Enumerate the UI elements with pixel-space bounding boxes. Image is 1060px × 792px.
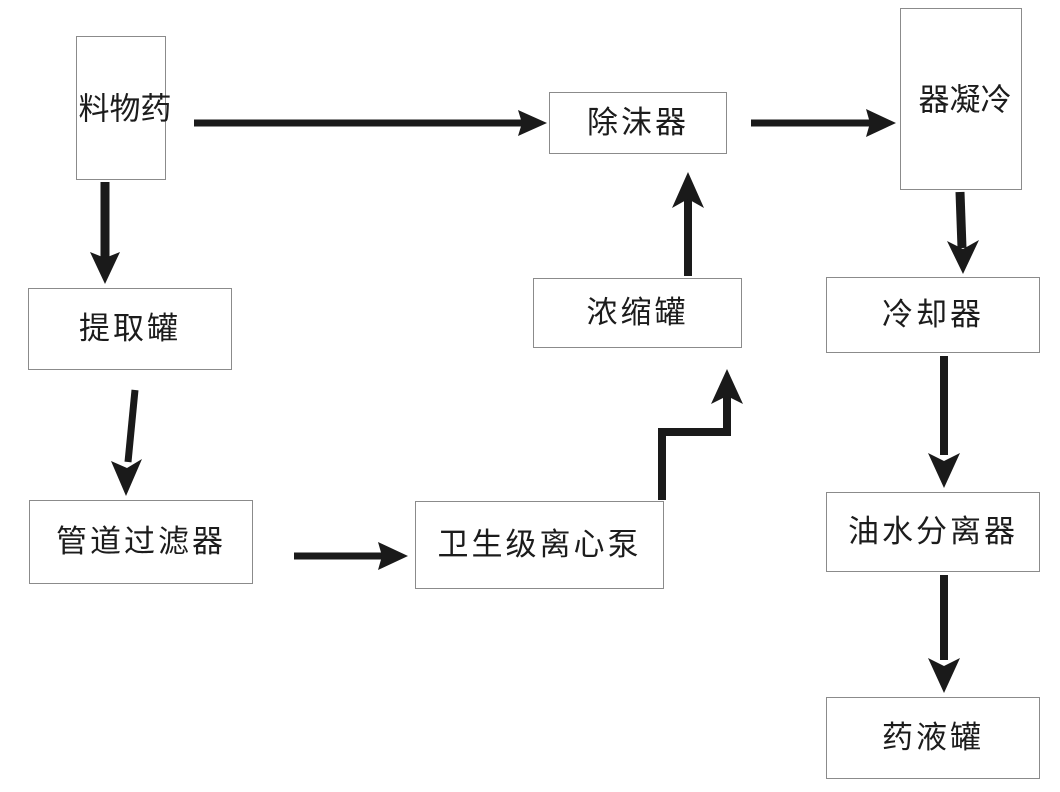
node-extraction-tank[interactable]: 提取罐 [28,288,232,370]
node-label: 卫生级离心泵 [437,526,642,563]
node-label: 药 物 料 [72,91,171,125]
node-label: 除沫器 [587,104,689,141]
node-cooler[interactable]: 冷却器 [826,277,1040,353]
node-label: 药液罐 [882,719,984,756]
node-label: 浓缩罐 [586,294,689,331]
node-defoamer[interactable]: 除沫器 [549,92,727,154]
edge-defoamer-to-condenser [751,109,896,137]
edge-cooler-to-oil-water-separator [928,356,960,488]
node-label: 提取罐 [79,310,181,347]
edge-condenser-to-cooler [947,191,979,274]
node-label: 冷 凝 器 [912,82,1011,116]
edge-drug-material-to-defoamer [194,110,547,136]
node-label: 管道过滤器 [56,523,226,560]
edge-concentration-tank-to-defoamer [672,172,704,276]
node-condenser[interactable]: 冷 凝 器 [900,8,1022,190]
edge-oil-water-separator-to-liquid-medicine-tank [928,575,960,693]
edge-pump-to-concentration-tank [658,369,743,500]
node-oil-water-separator[interactable]: 油水分离器 [826,492,1040,572]
node-liquid-medicine-tank[interactable]: 药液罐 [826,697,1040,779]
node-label: 冷却器 [882,296,984,333]
node-sanitary-centrifugal-pump[interactable]: 卫生级离心泵 [415,501,664,589]
node-drug-material[interactable]: 药 物 料 [72,36,171,180]
edge-extraction-tank-to-pipeline-filter [111,389,142,496]
node-concentration-tank[interactable]: 浓缩罐 [533,278,742,348]
node-label: 油水分离器 [848,513,1018,550]
edge-pipeline-filter-to-pump [294,542,408,570]
node-pipeline-filter[interactable]: 管道过滤器 [29,500,253,584]
edge-drug-material-to-extraction-tank [90,182,120,284]
